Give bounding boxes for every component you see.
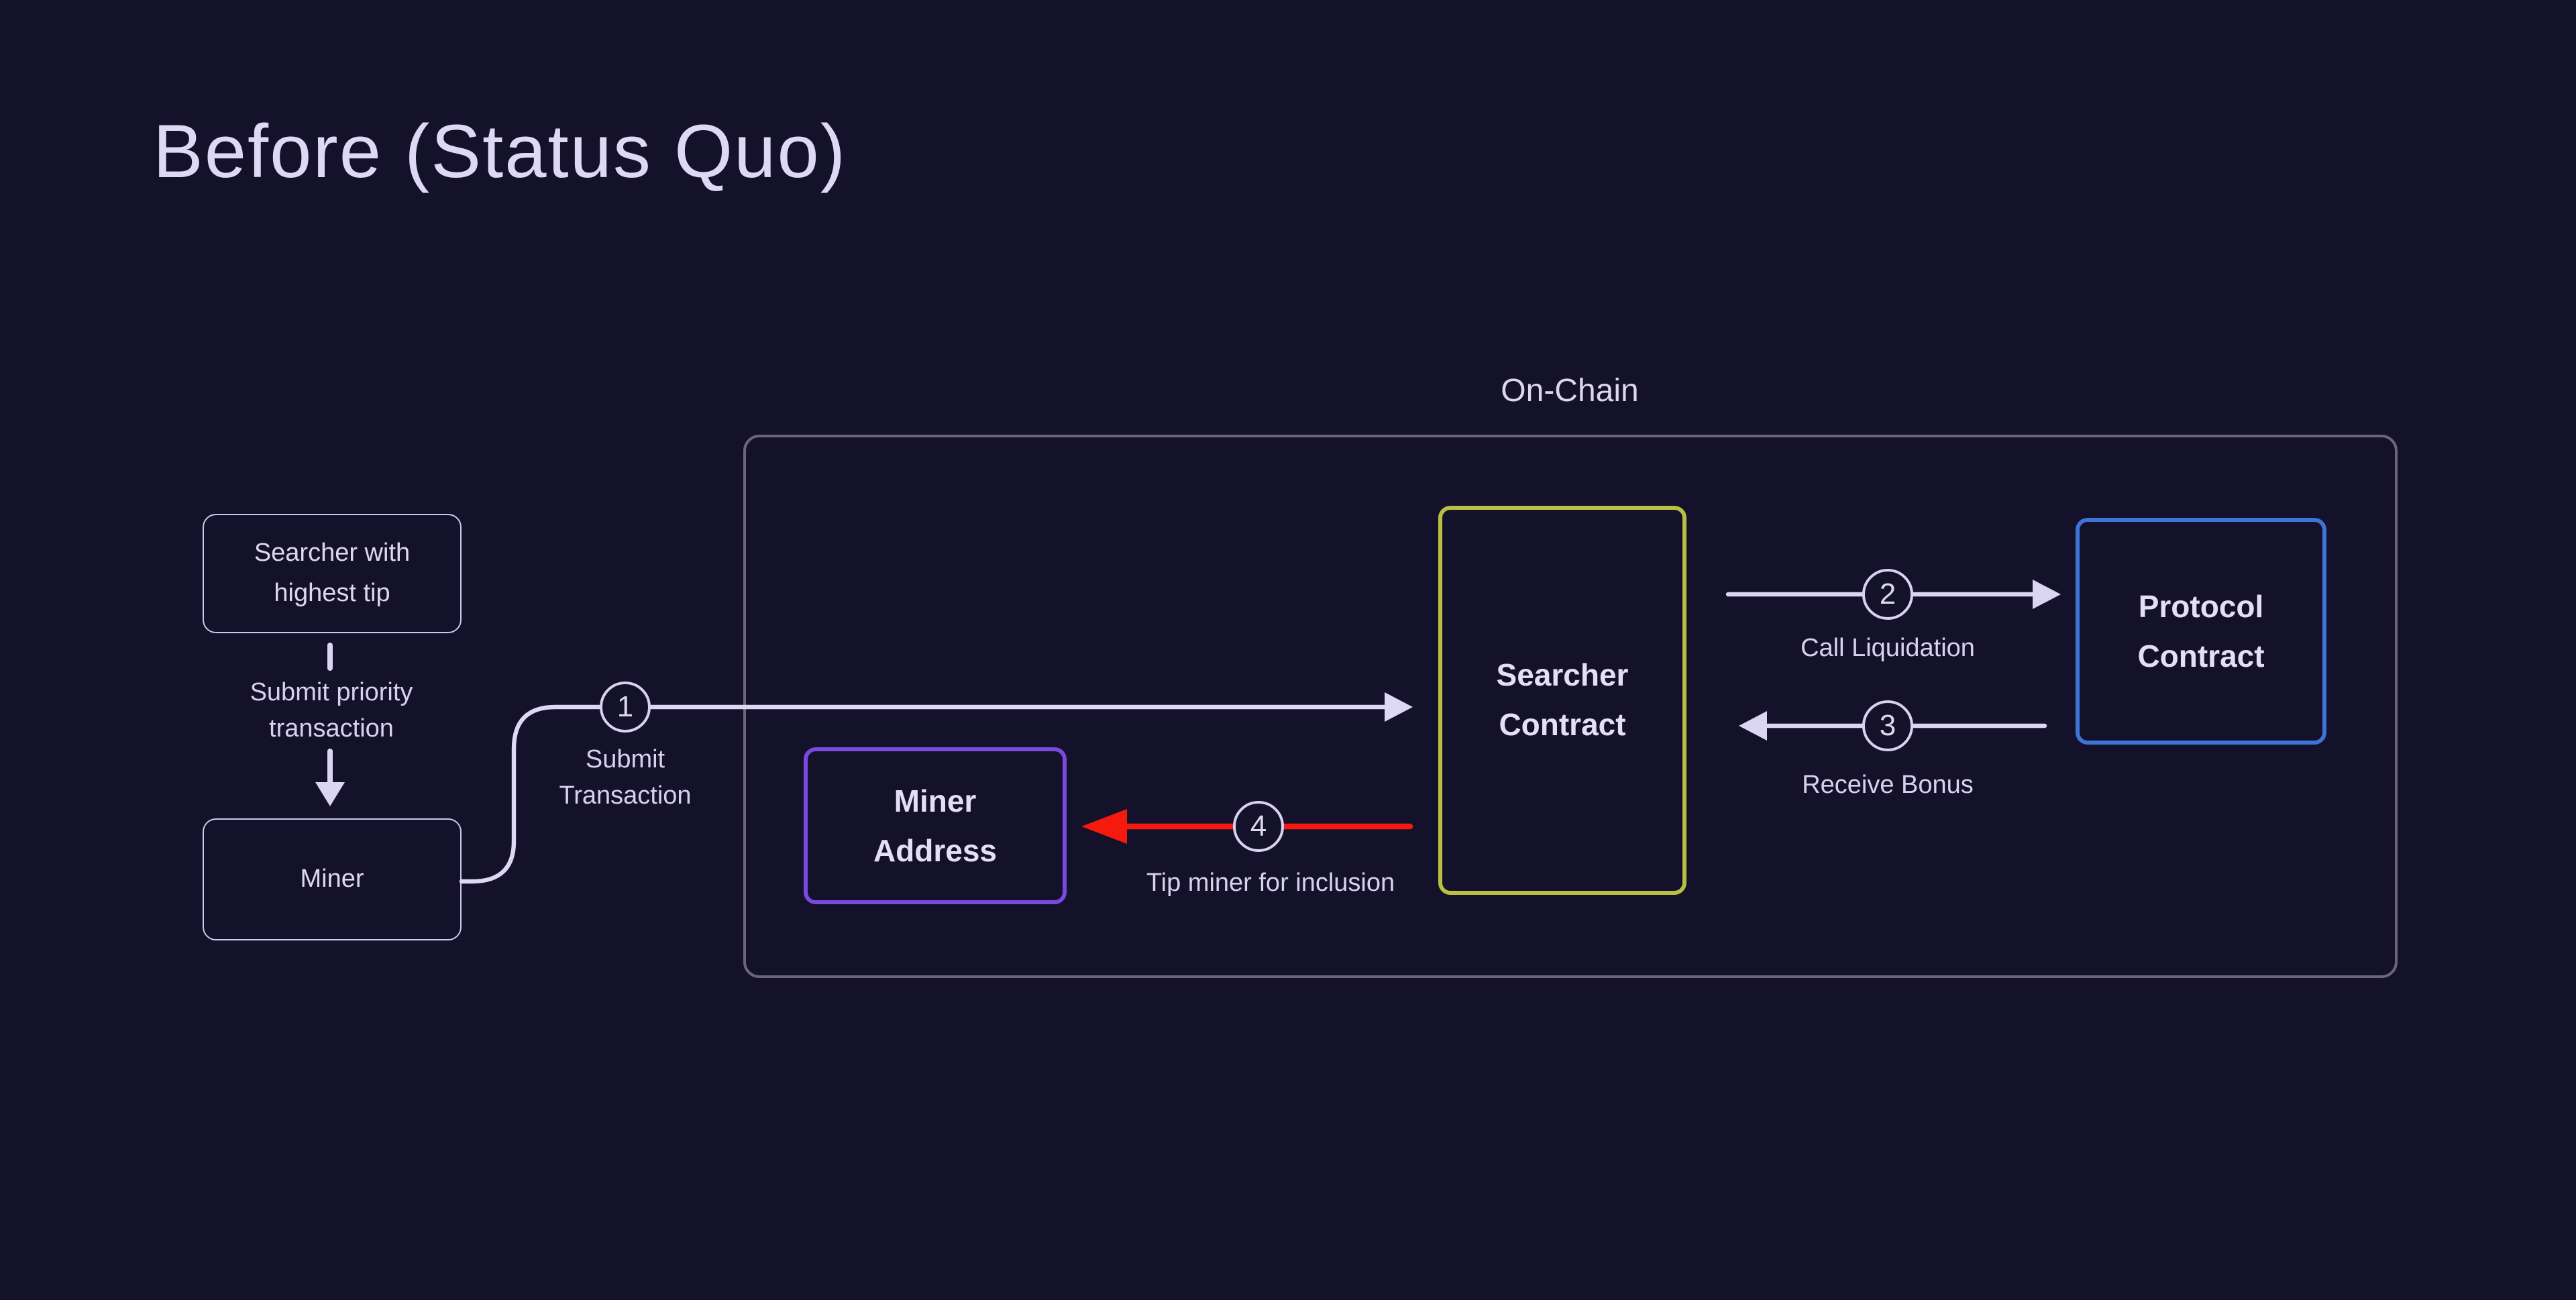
step2-label: Call Liquidation [1801, 635, 1975, 663]
node-protocol-contract: Protocol Contract [2076, 518, 2326, 745]
step1-label-line2: Transaction [559, 782, 692, 810]
step4-arrowhead [1081, 809, 1127, 844]
node-miner-address-line1: Miner [894, 783, 977, 818]
node-protocol-contract-line2: Contract [2137, 638, 2265, 673]
node-searcher-line1: Searcher with [254, 539, 411, 567]
node-searcher-contract-line1: Searcher [1496, 657, 1629, 692]
submit-priority-arrowhead [315, 782, 345, 806]
onchain-label: On-Chain [1501, 373, 1639, 409]
step1-arrowhead [1385, 692, 1413, 722]
step3-number-badge: 3 [1862, 700, 1913, 751]
step1-path [459, 704, 1390, 884]
node-miner-address-line2: Address [873, 832, 998, 867]
node-miner-address: Miner Address [804, 747, 1067, 904]
step1-number-badge: 1 [600, 682, 651, 733]
step1-label-line1: Submit [585, 746, 665, 774]
step1-label: Submit Transaction [559, 742, 691, 814]
step2-number-badge: 2 [1862, 569, 1913, 620]
node-searcher-contract-line2: Contract [1499, 707, 1626, 742]
step2-arrowhead [2033, 580, 2061, 609]
node-miner: Miner [203, 818, 462, 940]
submit-priority-label-line1: Submit priority [250, 679, 413, 707]
submit-priority-label-line2: transaction [269, 715, 394, 743]
step4-number-badge: 4 [1233, 801, 1284, 852]
submit-priority-label: Submit priority transaction [250, 675, 413, 747]
node-searcher-with-highest-tip: Searcher with highest tip [203, 514, 462, 633]
node-searcher-contract: Searcher Contract [1438, 506, 1686, 895]
node-protocol-contract-line1: Protocol [2138, 588, 2264, 623]
step4-label: Tip miner for inclusion [1146, 869, 1395, 898]
step3-arrowhead [1739, 711, 1767, 741]
node-miner-label: Miner [300, 865, 364, 893]
step3-label: Receive Bonus [1802, 771, 1974, 800]
node-searcher-line2: highest tip [274, 579, 390, 607]
page-title: Before (Status Quo) [153, 109, 847, 193]
